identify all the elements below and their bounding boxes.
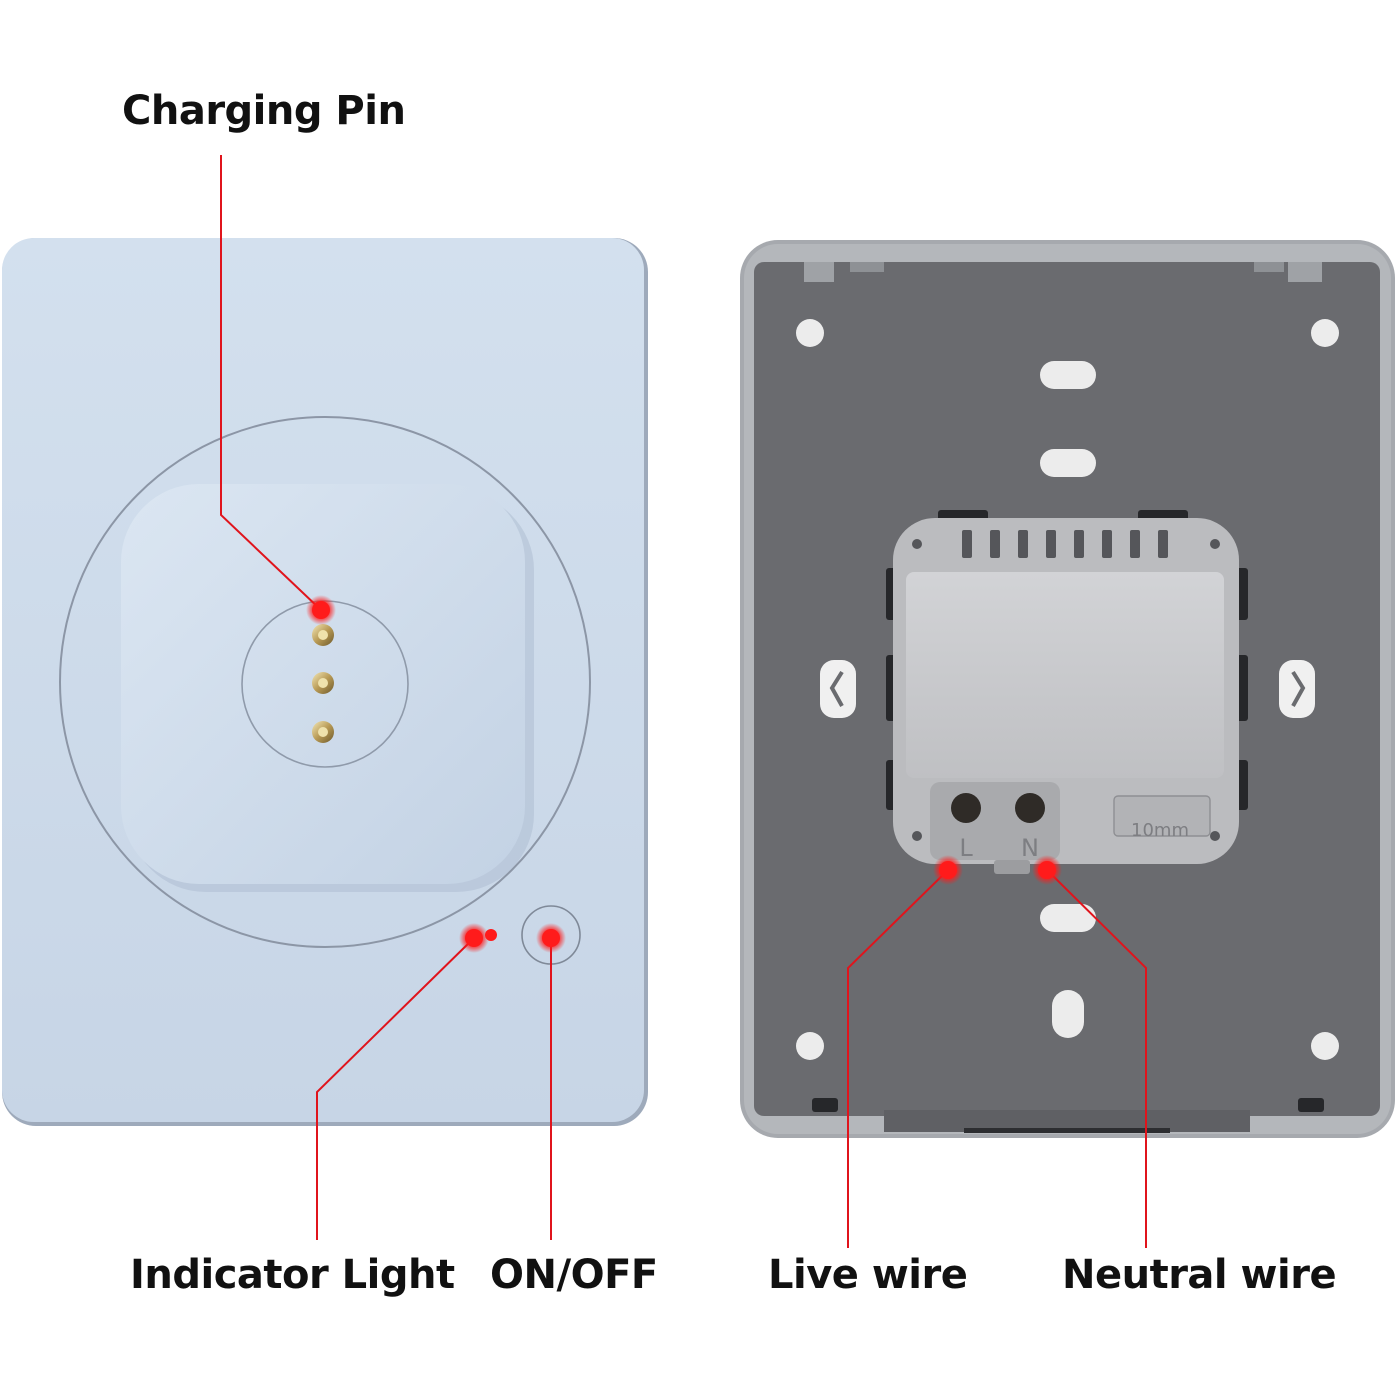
callout-dot-on-off xyxy=(542,929,560,947)
terminal-block xyxy=(930,782,1060,860)
relay-module-face xyxy=(906,572,1224,778)
callout-dot-live-wire xyxy=(939,861,957,879)
mount-ring xyxy=(59,416,591,948)
module-screw xyxy=(912,831,922,841)
front-panel xyxy=(2,238,648,1126)
callout-label-neutral-wire: Neutral wire xyxy=(1062,1252,1337,1298)
callout-lines xyxy=(220,155,1147,1248)
callout-label-indicator-light: Indicator Light xyxy=(130,1252,455,1298)
mount-slot xyxy=(1040,449,1096,477)
side-clip xyxy=(820,660,856,718)
module-screw xyxy=(912,539,922,549)
callout-line-indicator-light xyxy=(316,937,475,1240)
vent-slots xyxy=(962,530,1168,558)
callout-label-live-wire: Live wire xyxy=(768,1252,968,1298)
vent-slot xyxy=(1102,530,1112,558)
live-terminal-hole xyxy=(951,793,981,823)
charging-pins xyxy=(312,624,334,743)
clip-notch xyxy=(1254,262,1284,272)
charging-pin-tip xyxy=(318,678,328,688)
vent-slot xyxy=(1018,530,1028,558)
back-panel: L N 10mm xyxy=(740,240,1395,1138)
vent-slot xyxy=(962,530,972,558)
neutral-terminal-hole xyxy=(1015,793,1045,823)
back-plate-lip xyxy=(884,1110,1250,1132)
mount-slot xyxy=(1040,904,1096,932)
callout-line-charging-pin xyxy=(220,155,322,611)
neutral-terminal-marking: N xyxy=(1021,834,1039,862)
module-screw xyxy=(1210,831,1220,841)
side-clip-arrow xyxy=(1291,670,1306,707)
callout-dots xyxy=(306,595,1062,953)
bottom-clip xyxy=(1298,1098,1324,1112)
charging-pin-tip xyxy=(318,630,328,640)
back-plate-lip-slot xyxy=(964,1128,1170,1133)
screw-hole xyxy=(1311,319,1339,347)
callout-dot-neutral-wire xyxy=(1038,861,1056,879)
callout-label-charging-pin: Charging Pin xyxy=(122,88,406,134)
screw-hole xyxy=(796,1032,824,1060)
clip-notch xyxy=(850,262,884,272)
screw-hole xyxy=(1311,1032,1339,1060)
mount-slot xyxy=(1052,990,1084,1038)
strip-gauge xyxy=(1113,795,1211,837)
side-clip xyxy=(1279,660,1315,718)
vent-slot xyxy=(1130,530,1140,558)
vent-slot xyxy=(1074,530,1084,558)
clip-notch xyxy=(804,262,834,282)
callout-dot-indicator-light xyxy=(465,929,483,947)
strip-length-marking: 10mm xyxy=(1131,820,1189,841)
callout-label-on-off: ON/OFF xyxy=(490,1252,658,1298)
module-latch xyxy=(994,860,1030,874)
callout-dot-charging-pin xyxy=(312,601,330,619)
side-clip-arrow xyxy=(829,670,844,707)
module-screw xyxy=(1210,539,1220,549)
bottom-clip xyxy=(812,1098,838,1112)
vent-slot xyxy=(990,530,1000,558)
clip-notch xyxy=(1288,262,1322,282)
callout-line-live-wire xyxy=(847,869,949,1248)
vent-slot xyxy=(1158,530,1168,558)
live-terminal-marking: L xyxy=(959,834,973,862)
screw-hole xyxy=(796,319,824,347)
mount-slot xyxy=(1040,361,1096,389)
callout-line-neutral-wire xyxy=(1046,869,1147,1248)
charging-pin-tip xyxy=(318,727,328,737)
vent-slot xyxy=(1046,530,1056,558)
